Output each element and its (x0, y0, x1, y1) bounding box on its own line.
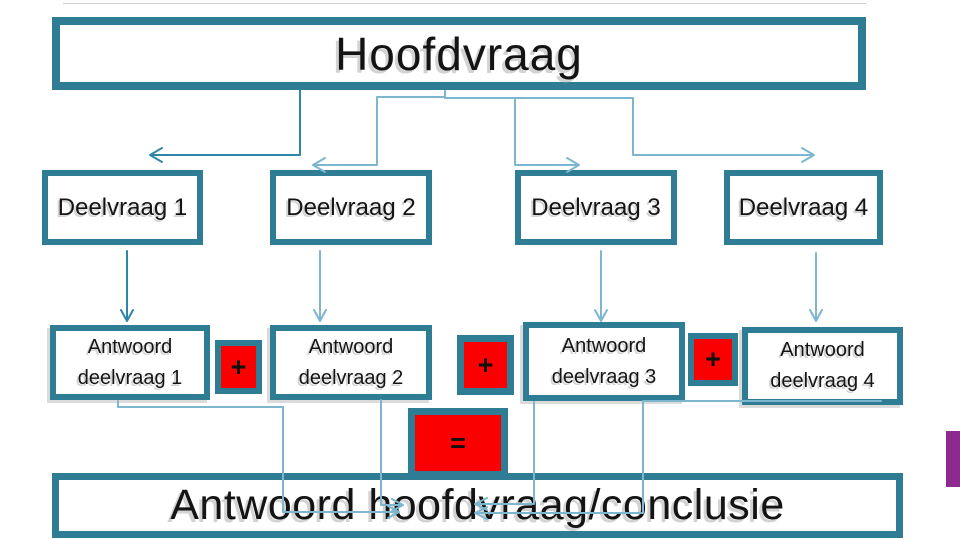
accent-bar (946, 431, 960, 487)
answer-box-1: Antwoord deelvraag 1 (50, 325, 210, 400)
main-question-label: Hoofdvraag (335, 27, 583, 80)
sub-question-label-3: Deelvraag 3 (531, 193, 661, 221)
answer-box-3: Antwoord deelvraag 3 (523, 322, 685, 401)
answer-label-3: Antwoord deelvraag 3 (551, 334, 657, 388)
equals-operator-symbol: = (415, 415, 501, 471)
arrow-sub-to-answer (313, 250, 823, 322)
sub-question-label-2: Deelvraag 2 (286, 193, 416, 221)
plus-operator-2-symbol: + (464, 342, 507, 388)
answer-label-2: Antwoord deelvraag 2 (298, 335, 404, 389)
sub-question-box-2: Deelvraag 2 (270, 170, 432, 245)
sub-question-box-3: Deelvraag 3 (515, 170, 677, 245)
equals-operator: = (408, 408, 508, 478)
conclusion-label: Antwoord hoofdvraag/conclusie (170, 481, 785, 529)
answer-label-1: Antwoord deelvraag 1 (77, 335, 183, 389)
plus-operator-3: + (688, 333, 738, 386)
answer-box-2: Antwoord deelvraag 2 (270, 325, 432, 400)
top-divider-line (63, 3, 866, 4)
main-question-box: Hoofdvraag (52, 17, 866, 90)
conclusion-box: Antwoord hoofdvraag/conclusie (52, 473, 903, 538)
sub-question-box-1: Deelvraag 1 (42, 170, 203, 245)
answer-label-4: Antwoord deelvraag 4 (770, 339, 875, 392)
sub-question-label-4: Deelvraag 4 (738, 193, 869, 221)
sub-question-box-4: Deelvraag 4 (724, 170, 883, 245)
sub-question-label-1: Deelvraag 1 (57, 193, 188, 221)
plus-operator-2: + (457, 335, 514, 395)
plus-operator-3-symbol: + (694, 339, 732, 380)
answer-box-4: Antwoord deelvraag 4 (742, 327, 903, 405)
plus-operator-1: + (215, 340, 262, 394)
arrow-main-to-sub2-3-4 (312, 90, 815, 173)
plus-operator-1-symbol: + (221, 346, 256, 388)
